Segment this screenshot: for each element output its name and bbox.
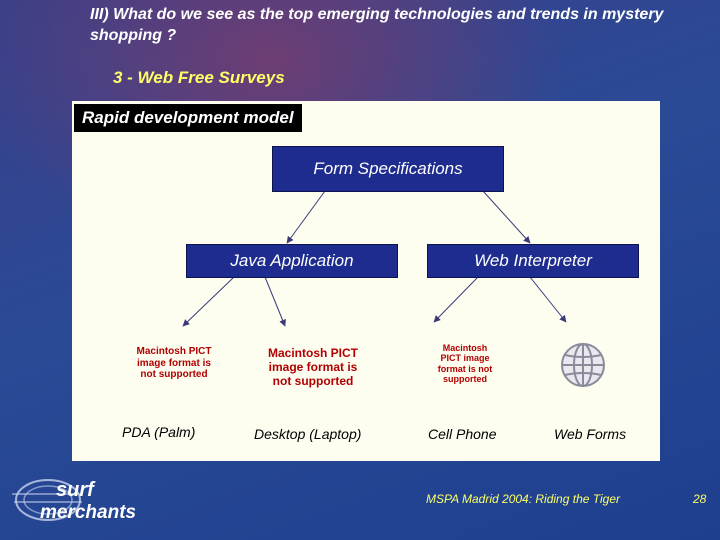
svg-text:surf: surf xyxy=(56,479,96,501)
page-number: 28 xyxy=(693,492,707,506)
model-label: Rapid development model xyxy=(74,104,302,132)
arrow-form-to-java xyxy=(286,190,326,244)
arrow-java-to-desktop xyxy=(264,276,286,327)
device-label-pda: PDA (Palm) xyxy=(122,424,196,440)
slide-title: III) What do we see as the top emerging … xyxy=(90,6,664,44)
device-label-cell-phone: Cell Phone xyxy=(428,426,497,442)
globe-icon xyxy=(561,343,605,387)
arrow-java-to-pda xyxy=(182,276,235,327)
device-label-web-forms: Web Forms xyxy=(554,426,627,442)
arrow-web-to-forms xyxy=(529,276,567,323)
arrow-form-to-web xyxy=(482,190,531,244)
form-specifications-box: Form Specifications xyxy=(272,146,504,192)
web-interpreter-box: Web Interpreter xyxy=(427,244,639,278)
slide-subtitle: 3 - Web Free Surveys xyxy=(113,68,285,87)
desktop-image-placeholder: Macintosh PICT image format is not suppo… xyxy=(267,346,358,388)
device-label-desktop: Desktop (Laptop) xyxy=(254,426,362,442)
svg-text:merchants: merchants xyxy=(40,502,135,523)
java-application-box: Java Application xyxy=(186,244,398,278)
footer-text: MSPA Madrid 2004: Riding the Tiger xyxy=(426,492,620,506)
phone-image-placeholder: Macintosh PICT image format is not suppo… xyxy=(437,343,493,385)
pda-image-placeholder: Macintosh PICT image format is not suppo… xyxy=(136,346,212,380)
arrow-web-to-phone xyxy=(433,276,479,323)
surf-merchants-logo: surf merchants xyxy=(12,479,135,523)
